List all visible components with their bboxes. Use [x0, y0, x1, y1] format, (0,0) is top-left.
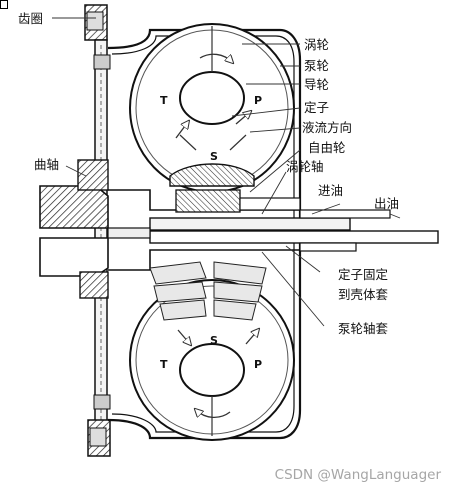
upper-p-mark: P: [254, 94, 263, 107]
flow-direction-label: 液流方向: [302, 120, 353, 135]
central-hub: [149, 189, 439, 252]
leader-lines: [52, 17, 401, 327]
turbine-label: 涡轮: [304, 37, 330, 52]
to-housing-label: 到壳体套: [338, 287, 389, 302]
crankshaft: [39, 159, 151, 299]
lower-torus: [129, 261, 295, 441]
pump-sleeve-label: 泵轮轴套: [338, 321, 389, 336]
watermark: CSDN @WangLanguager: [274, 467, 441, 483]
oil-in-label: 进油: [318, 183, 344, 198]
crankshaft-label: 曲轴: [34, 157, 60, 172]
oil-out-label: 出油: [374, 196, 400, 211]
turbine-shaft-label: 涡轮轴: [286, 159, 324, 174]
freewheel-label: 自由轮: [308, 140, 346, 155]
ring-gear-plate: [84, 4, 111, 457]
lower-t-mark: T: [160, 358, 168, 371]
upper-t-mark: T: [160, 94, 168, 107]
pump-label: 泵轮: [304, 58, 330, 73]
upper-torus: [129, 23, 295, 193]
upper-s-mark: S: [210, 150, 218, 163]
corner-marker: [0, 0, 8, 9]
lower-s-mark: S: [210, 334, 218, 347]
lower-p-mark: P: [254, 358, 263, 371]
stator-label: 定子: [304, 100, 330, 115]
ring-gear-label: 齿圈: [18, 11, 44, 26]
guide-wheel-label: 导轮: [304, 77, 330, 92]
stator-fixed-label: 定子固定: [338, 267, 389, 282]
